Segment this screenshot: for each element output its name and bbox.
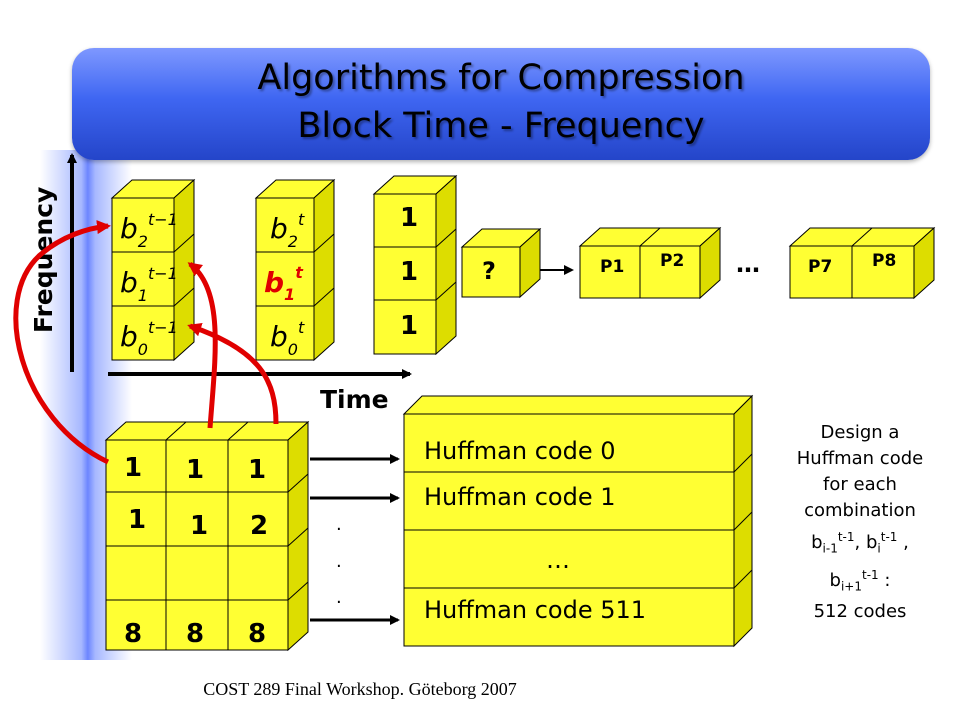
design-note: Design a Huffman code for each combinati… bbox=[760, 420, 960, 625]
footer: COST 289 Final Workshop. Göteborg 2007 bbox=[203, 679, 517, 699]
title-line-1: Algorithms for Compression bbox=[257, 58, 745, 98]
note-line-4: combination bbox=[804, 500, 916, 521]
red-context-arrows bbox=[13, 220, 279, 465]
huffman-row-1: Huffman code 1 bbox=[424, 483, 616, 511]
mapping-arrows bbox=[310, 454, 400, 625]
combo-r4-c1: 8 bbox=[124, 619, 142, 649]
combination-table: 1 1 1 1 1 2 8 8 8 bbox=[104, 420, 310, 652]
huffman-row-ellipsis: … bbox=[546, 546, 570, 574]
note-line-5: bi-1t-1, bit-1 , bbox=[811, 530, 909, 556]
vertical-dot-2: · bbox=[336, 556, 342, 577]
pair-p2-label: P2 bbox=[660, 251, 684, 271]
bit-cell-top: 1 bbox=[400, 203, 418, 233]
note-line-2: Huffman code bbox=[796, 448, 924, 469]
bits-column: 1 1 1 bbox=[372, 174, 458, 356]
combo-r1-c3: 1 bbox=[248, 455, 266, 485]
combo-r4-c2: 8 bbox=[186, 619, 204, 649]
combo-r4-c3: 8 bbox=[248, 619, 266, 649]
vertical-dot-1: · bbox=[336, 519, 342, 540]
huffman-row-511: Huffman code 511 bbox=[424, 596, 646, 624]
pair-p8-label: P8 bbox=[872, 251, 896, 271]
prev-time-column: b2t−1 b1t−1 b0t−1 bbox=[110, 178, 196, 362]
huffman-table: Huffman code 0 Huffman code 1 … Huffman … bbox=[402, 394, 754, 648]
bit-cell-bot: 1 bbox=[400, 311, 418, 341]
combo-r2-c1: 1 bbox=[128, 505, 146, 535]
pair-p7-label: P7 bbox=[808, 257, 832, 277]
combo-r2-c2: 1 bbox=[190, 511, 208, 541]
combo-r2-c3: 2 bbox=[250, 511, 268, 541]
combo-r1-c1: 1 bbox=[124, 453, 142, 483]
note-line-7: 512 codes bbox=[813, 601, 907, 623]
combo-r1-c2: 1 bbox=[186, 455, 204, 485]
pair-p7-p8: P7 P8 bbox=[788, 226, 936, 300]
title-line-2: Block Time - Frequency bbox=[297, 106, 705, 146]
pair-p1-label: P1 bbox=[600, 257, 624, 277]
note-line-3: for each bbox=[823, 474, 897, 495]
note-line-6: bi+1t-1 : bbox=[829, 567, 891, 594]
huffman-row-0: Huffman code 0 bbox=[424, 437, 616, 465]
time-label: Time bbox=[320, 385, 389, 414]
note-line-1: Design a bbox=[820, 422, 900, 443]
title-banner bbox=[72, 48, 930, 160]
current-time-column: b2t b1t b0t bbox=[254, 178, 336, 362]
pair-p1-p2: P1 P2 bbox=[578, 226, 722, 300]
vertical-dot-3: · bbox=[336, 592, 342, 613]
pairs-ellipsis: … bbox=[736, 250, 760, 278]
unknown-cell: ? bbox=[460, 227, 542, 299]
bit-cell-mid: 1 bbox=[400, 257, 418, 287]
unknown-cell-label: ? bbox=[482, 257, 496, 285]
